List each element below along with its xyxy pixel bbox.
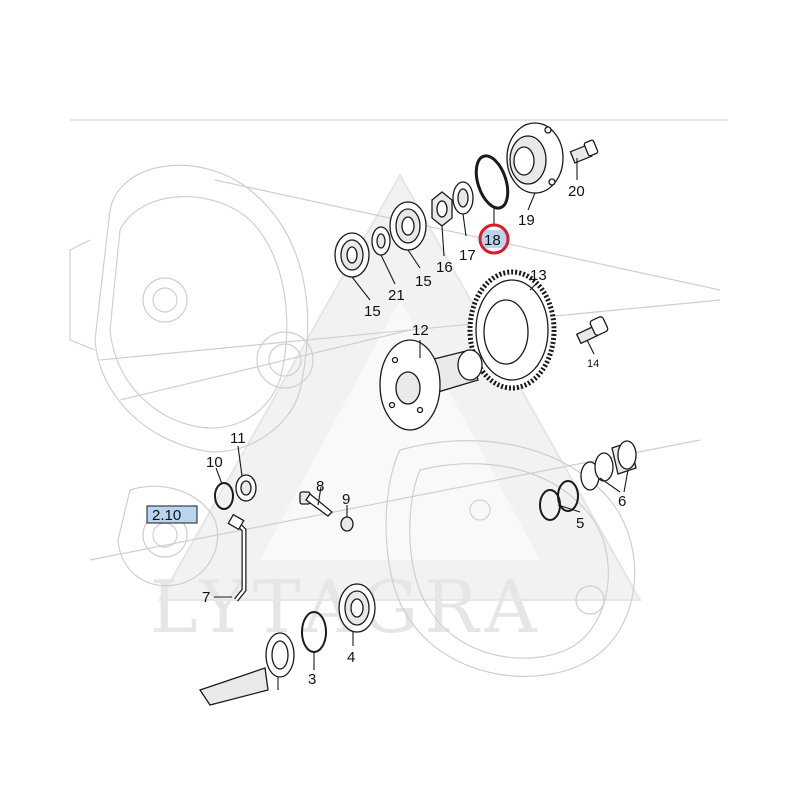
part-19-cover[interactable] (506, 122, 564, 194)
label-12: 12 (412, 322, 429, 339)
label-20: 20 (568, 183, 585, 200)
section-reference-2-10[interactable]: 2.10 (146, 505, 198, 524)
label-15-right: 15 (415, 273, 432, 290)
label-4: 4 (347, 649, 355, 666)
label-11: 11 (230, 430, 246, 447)
label-8: 8 (316, 478, 324, 495)
part-11-bushing[interactable] (235, 474, 257, 502)
label-17: 17 (459, 247, 476, 264)
part-7-pipe[interactable] (227, 513, 247, 602)
section-reference-text: 2.10 (152, 507, 181, 524)
part-21-spacer[interactable] (371, 226, 391, 256)
label-13: 13 (530, 267, 547, 284)
part-5-snap-rings[interactable] (539, 480, 579, 521)
part-15-bearing-right[interactable] (389, 201, 427, 251)
label-5: 5 (576, 515, 584, 532)
label-10: 10 (206, 454, 223, 471)
part-labels: 20 19 17 16 15 21 15 13 14 12 11 10 8 9 … (202, 183, 626, 688)
part-13-ring-gear[interactable] (467, 269, 557, 391)
label-6: 6 (618, 493, 626, 510)
leader-lines (214, 158, 629, 690)
part-8-bolt[interactable] (299, 491, 333, 517)
label-3: 3 (308, 671, 316, 688)
label-9: 9 (342, 491, 350, 508)
output-shaft (198, 667, 269, 706)
label-14: 14 (587, 358, 599, 370)
part-18-o-ring[interactable] (470, 152, 513, 212)
part-3-ring[interactable] (265, 611, 327, 678)
part-20-bolt[interactable] (569, 139, 599, 164)
part-9-nut[interactable] (340, 516, 354, 532)
part-12-flange-shaft[interactable] (379, 339, 483, 431)
part-10-snap-ring[interactable] (214, 482, 234, 510)
label-19: 19 (518, 212, 535, 229)
part-18-label: 18 (484, 232, 501, 249)
label-16: 16 (436, 259, 453, 276)
label-7: 7 (202, 589, 210, 606)
part-18-highlight-callout[interactable]: 18 (478, 223, 510, 255)
part-16-nut[interactable] (431, 191, 453, 227)
part-6-bushings[interactable] (580, 440, 637, 491)
part-15-bearing-left[interactable] (334, 232, 370, 278)
part-14-bolt[interactable] (575, 316, 609, 345)
part-17-ring[interactable] (452, 181, 474, 215)
label-21: 21 (388, 287, 405, 304)
part-4-bearing[interactable] (338, 583, 376, 633)
label-15-left: 15 (364, 303, 381, 320)
